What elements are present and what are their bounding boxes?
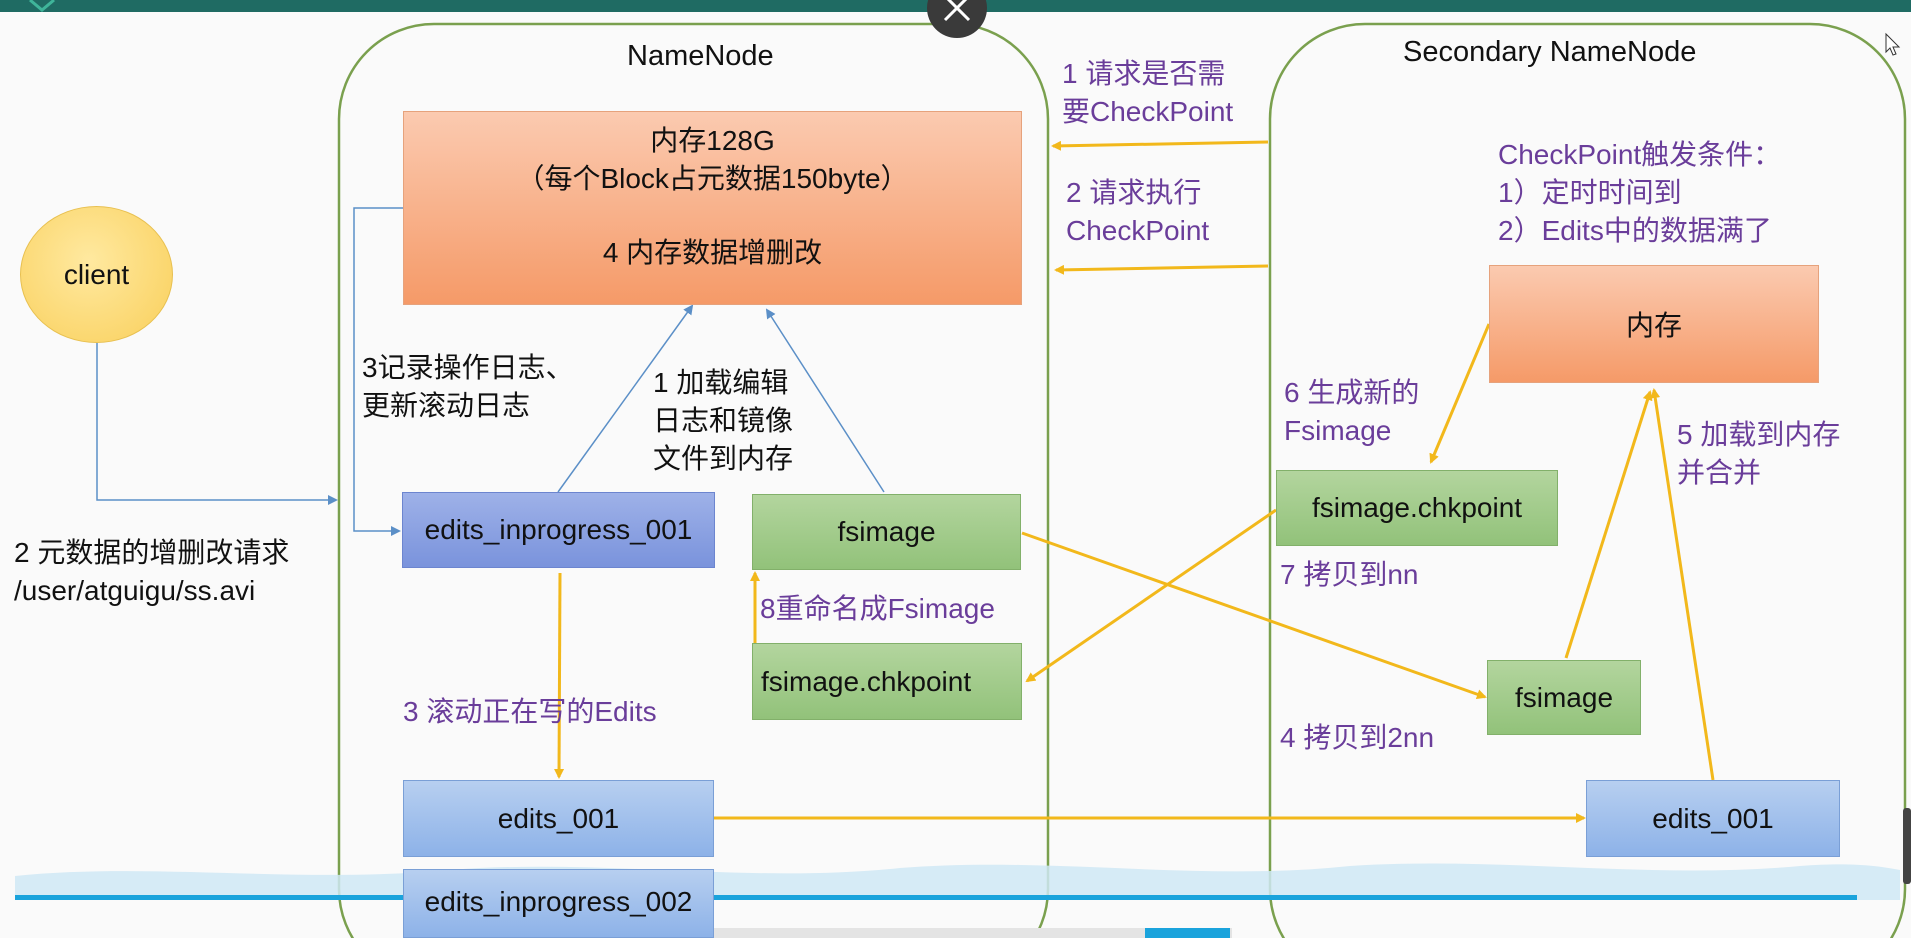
rename-label: 8重命名成Fsimage bbox=[760, 593, 995, 624]
load-edits-label: 1 加载编辑 日志和镜像 文件到内存 bbox=[653, 367, 794, 474]
namenode-container bbox=[337, 22, 1050, 938]
memory-size: 内存128G bbox=[650, 125, 775, 156]
copy-fsimage-arrow bbox=[1021, 531, 1487, 700]
close-icon[interactable] bbox=[943, 0, 971, 22]
namenode-title: NameNode bbox=[627, 40, 774, 72]
secondary-fsimage-box: fsimage bbox=[1487, 660, 1641, 735]
namenode-fsimage-chkpoint-box: fsimage.chkpoint bbox=[752, 643, 1022, 720]
copy-to-nn-arrow bbox=[1025, 508, 1277, 683]
bottom-control bbox=[700, 928, 1232, 938]
progress-bar[interactable] bbox=[15, 895, 1857, 900]
subtitle-wave bbox=[15, 863, 1900, 900]
checkpoint-trigger-label: CheckPoint触发条件： 1）定时时间到 2）Edits中的数据满了 bbox=[1498, 139, 1782, 246]
secondary-edits-001-box: edits_001 bbox=[1586, 780, 1840, 857]
client-request-arrow bbox=[96, 343, 338, 505]
bottom-control-accent bbox=[1145, 928, 1230, 938]
exec-checkpoint-label: 2 请求执行 CheckPoint bbox=[1066, 177, 1210, 246]
gen-fsimage-label: 6 生成新的 Fsimage bbox=[1284, 377, 1420, 446]
roll-edits-label: 3 滚动正在写的Edits bbox=[403, 696, 657, 727]
namenode-fsimage-box: fsimage bbox=[752, 494, 1021, 570]
copy-to-2nn-label: 4 拷贝到2nn bbox=[1280, 722, 1435, 753]
cursor-icon bbox=[1885, 32, 1901, 56]
roll-edits-arrow bbox=[554, 572, 565, 779]
log-ops-label: 3记录操作日志、 更新滚动日志 bbox=[362, 352, 574, 421]
log-ops-arrow bbox=[353, 207, 403, 536]
client-node: client bbox=[20, 206, 173, 343]
namenode-memory-box: 内存128G （每个Block占元数据150byte） 4 内存数据增删改 bbox=[403, 111, 1022, 305]
client-label: client bbox=[63, 258, 130, 290]
namenode-edits-001-box: edits_001 bbox=[403, 780, 714, 857]
close-button-bg[interactable] bbox=[927, 0, 987, 38]
load-merge-label: 5 加载到内存 并合并 bbox=[1677, 419, 1841, 488]
scrollbar[interactable] bbox=[1903, 808, 1911, 884]
copy-to-nn-label: 7 拷贝到nn bbox=[1280, 559, 1419, 590]
secondary-memory-box: 内存 bbox=[1489, 265, 1819, 383]
ask-checkpoint-arrow bbox=[1051, 140, 1269, 151]
edits-inprogress-001-box: edits_inprogress_001 bbox=[402, 492, 715, 568]
edits-inprogress-002-box: edits_inprogress_002 bbox=[403, 869, 714, 938]
exec-checkpoint-arrow bbox=[1054, 264, 1269, 275]
memory-ops: 4 内存数据增删改 bbox=[602, 237, 823, 268]
gen-fsimage-arrow bbox=[1429, 323, 1491, 464]
ask-checkpoint-label: 1 请求是否需 要CheckPoint bbox=[1062, 58, 1234, 127]
top-chevron-icon bbox=[29, 0, 55, 12]
load-fsimage-2nn-arrow bbox=[1564, 390, 1653, 659]
secondary-namenode-container bbox=[1268, 22, 1907, 938]
client-request-label: 2 元数据的增删改请求 /user/atguigu/ss.avi bbox=[14, 537, 290, 606]
load-fsimage-arrow bbox=[765, 308, 885, 493]
load-edits-arrow bbox=[557, 304, 694, 493]
memory-block-note: （每个Block占元数据150byte） bbox=[516, 163, 909, 194]
load-edits-2nn-arrow bbox=[1650, 388, 1715, 781]
secondary-fsimage-chkpoint-box: fsimage.chkpoint bbox=[1276, 470, 1558, 546]
secondary-namenode-title: Secondary NameNode bbox=[1403, 36, 1697, 68]
